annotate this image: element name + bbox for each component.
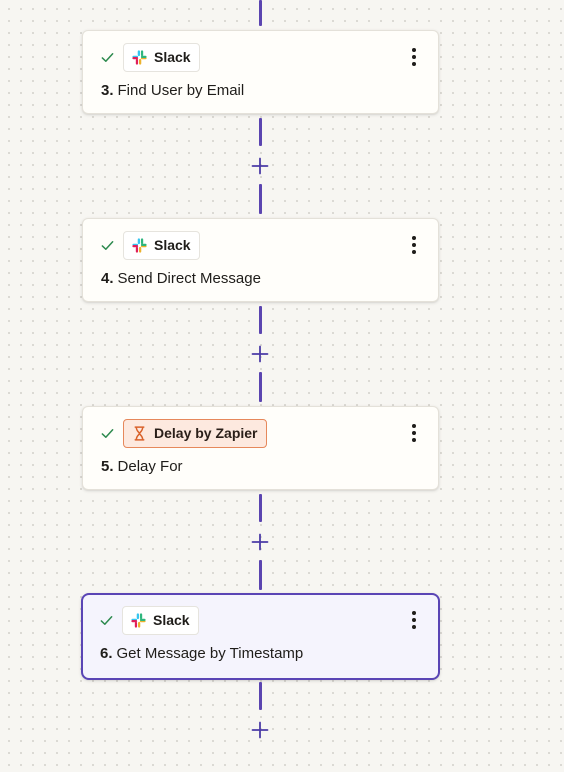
step-number: 6. [100,645,113,662]
step-title: 4.Send Direct Message [101,270,261,287]
connector-line [259,494,262,522]
more-options-icon[interactable] [404,234,424,256]
add-step-button[interactable] [249,343,271,365]
add-step-button[interactable] [249,155,271,177]
connector-line [259,372,262,402]
step-number: 3. [101,82,114,99]
step-name: Delay For [117,458,183,475]
step-number: 5. [101,458,114,475]
app-name: Delay by Zapier [154,425,258,441]
hourglass-icon [131,425,148,442]
slack-icon [130,612,147,629]
connector-line [259,0,262,26]
connector-line [259,560,262,590]
app-badge: Delay by Zapier [123,418,267,448]
check-icon [100,238,115,253]
step-title: 6.Get Message by Timestamp [100,645,303,662]
app-name: Slack [154,237,191,253]
check-icon [100,50,115,65]
more-options-icon[interactable] [404,609,424,631]
app-badge: Slack [122,605,199,635]
step-title: 5.Delay For [101,458,183,475]
add-step-button[interactable] [249,719,271,741]
step-name: Send Direct Message [117,270,261,287]
step-card-5[interactable]: Delay by Zapier 5.Delay For [82,406,439,490]
connector-line [259,118,262,146]
slack-icon [131,237,148,254]
plus-icon [251,533,269,551]
plus-icon [251,721,269,739]
app-badge: Slack [123,230,200,260]
check-icon [100,426,115,441]
connector-line [259,306,262,334]
step-card-3[interactable]: Slack 3.Find User by Email [82,30,439,114]
connector-line [259,682,262,710]
plus-icon [251,345,269,363]
plus-icon [251,157,269,175]
connector-line [259,184,262,214]
app-name: Slack [154,49,191,65]
slack-icon [131,49,148,66]
step-number: 4. [101,270,114,287]
step-card-6[interactable]: Slack 6.Get Message by Timestamp [81,593,440,680]
add-step-button[interactable] [249,531,271,553]
app-name: Slack [153,612,190,628]
step-name: Get Message by Timestamp [116,645,304,662]
step-title: 3.Find User by Email [101,82,244,99]
app-badge: Slack [123,42,200,72]
more-options-icon[interactable] [404,46,424,68]
step-card-4[interactable]: Slack 4.Send Direct Message [82,218,439,302]
step-name: Find User by Email [117,82,245,99]
more-options-icon[interactable] [404,422,424,444]
check-icon [99,613,114,628]
